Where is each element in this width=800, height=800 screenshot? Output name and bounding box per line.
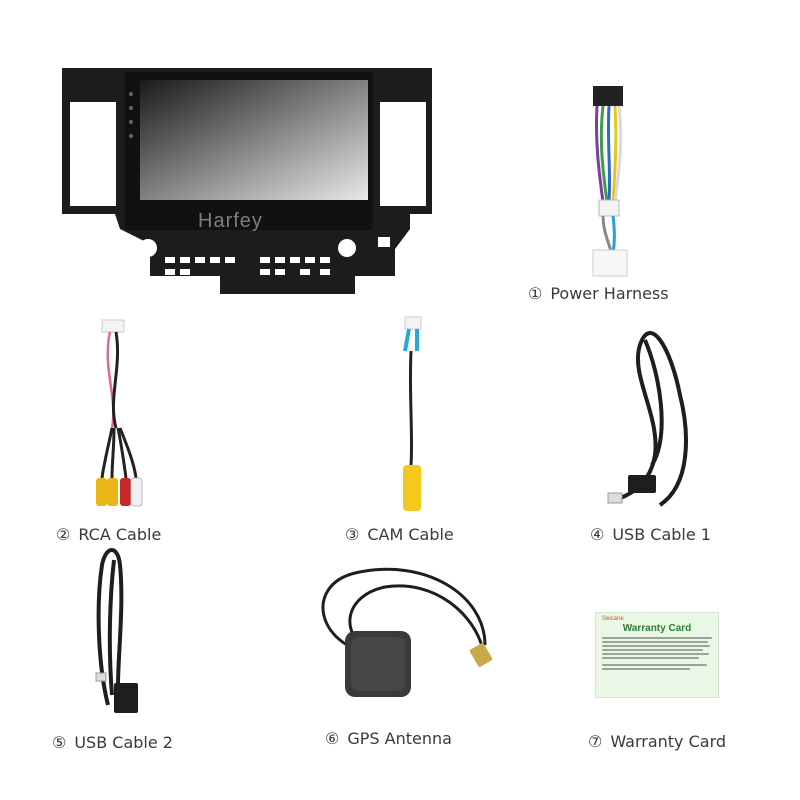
power-harness-image xyxy=(585,82,635,282)
gps-antenna-image xyxy=(315,565,500,705)
cam-cable-image xyxy=(395,315,435,515)
rca-cable-image xyxy=(90,318,150,513)
usb-cable-1-image xyxy=(600,315,695,510)
head-unit-image: Harfey xyxy=(60,64,435,299)
warranty-card-title: Warranty Card xyxy=(622,623,692,634)
usb-cable-2-image xyxy=(88,545,148,715)
warranty-card-brand: Seicane xyxy=(602,616,624,622)
watermark-text: Harfey xyxy=(198,210,263,232)
warranty-card-image: Seicane Warranty Card xyxy=(595,612,719,698)
